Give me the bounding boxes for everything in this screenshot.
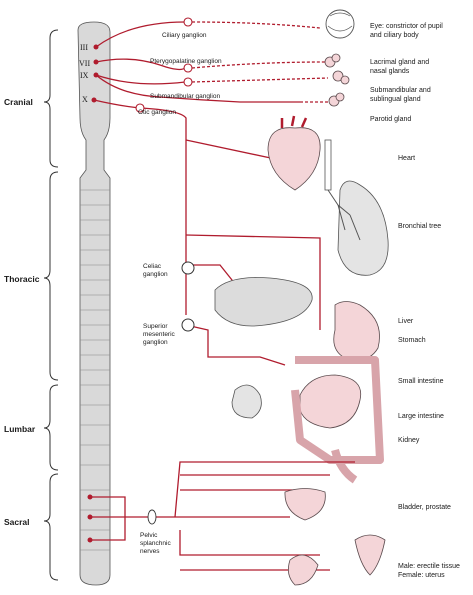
label-parotid: Parotid gland [370, 116, 411, 123]
label-pterygopalatine-ganglion: Pterygopalatine ganglion [150, 58, 222, 65]
sacral-fibers [90, 461, 355, 571]
label-otic-ganglion: Otic ganglion [138, 109, 176, 116]
nerve-label-vii: VII [79, 59, 90, 68]
male-genital-illustration [287, 554, 319, 586]
bladder-illustration [284, 488, 326, 521]
label-pelvic-2: splanchnic [140, 540, 171, 547]
label-submand-2: sublingual gland [370, 96, 421, 103]
label-female-uterus: Female: uterus [398, 572, 445, 579]
label-stomach: Stomach [398, 337, 426, 344]
abdominal-ganglia [181, 261, 195, 332]
label-bladder: Bladder, prostate [398, 504, 451, 511]
label-lacrimal-1: Lacrimal gland and [370, 59, 429, 66]
label-kidney: Kidney [398, 437, 420, 444]
label-submandibular-ganglion: Submandibular ganglion [150, 93, 220, 100]
label-eye-2: and ciliary body [370, 32, 419, 39]
region-braces [43, 29, 59, 581]
label-submand-1: Submandibular and [370, 87, 431, 94]
nerve-label-iii: III [80, 43, 88, 52]
region-lumbar: Lumbar [4, 424, 36, 434]
lungs-illustration [324, 139, 389, 276]
label-celiac-ganglion-2: ganglion [143, 271, 168, 278]
liver-illustration [214, 277, 313, 327]
cranial-ganglia [135, 17, 193, 113]
label-sup-mes-ganglion-2: mesenteric [143, 331, 176, 338]
region-cranial: Cranial [4, 97, 33, 107]
label-pelvic-3: nerves [140, 548, 160, 555]
label-sup-mes-ganglion-1: Superior [143, 323, 168, 330]
label-liver: Liver [398, 318, 414, 325]
label-lacrimal-2: nasal glands [370, 68, 410, 75]
kidney-illustration [231, 384, 262, 419]
eye-illustration [325, 9, 355, 39]
label-large-intestine: Large intestine [398, 413, 444, 420]
nerve-label-ix: IX [80, 71, 89, 80]
uterus-illustration [354, 534, 386, 576]
label-small-intestine: Small intestine [398, 378, 444, 385]
nerve-label-x: X [82, 95, 88, 104]
label-male-erectile: Male: erectile tissue [398, 563, 460, 570]
stomach-illustration [333, 301, 380, 361]
small-intestine-illustration [299, 374, 362, 429]
spinal-cord [77, 21, 111, 586]
pelvic-ganglion [147, 509, 157, 525]
label-heart: Heart [398, 155, 415, 162]
label-pelvic-1: Pelvic [140, 532, 158, 539]
label-eye-1: Eye: constrictor of pupil [370, 23, 443, 30]
region-thoracic: Thoracic [4, 274, 40, 284]
label-bronchial: Bronchial tree [398, 223, 441, 230]
gland-illustrations [324, 53, 350, 107]
label-ciliary-ganglion: Ciliary ganglion [162, 32, 207, 39]
heart-illustration [267, 115, 321, 191]
region-sacral: Sacral [4, 517, 30, 527]
label-sup-mes-ganglion-3: ganglion [143, 339, 168, 346]
label-celiac-ganglion-1: Celiac [143, 263, 162, 270]
large-intestine-illustration [291, 356, 384, 484]
